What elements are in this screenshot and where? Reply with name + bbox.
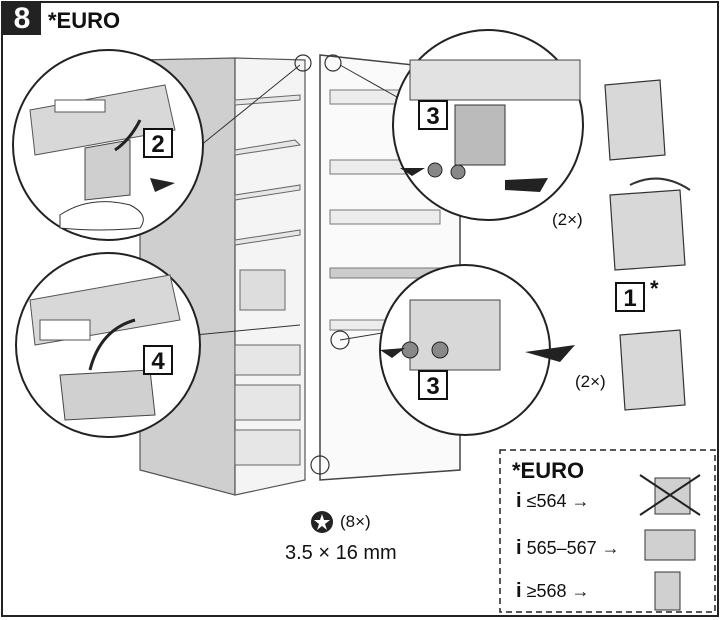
euro-row-1-text: ≤564 →: [526, 491, 590, 511]
euro-row-2: i 565–567 →: [516, 537, 620, 560]
euro-hinge-icon-568: [654, 571, 681, 611]
callout-step-3-bottom: 3: [418, 370, 448, 400]
info-i: i: [516, 490, 522, 512]
hinge-part-top: [604, 79, 691, 271]
count-bottom: (2×): [575, 372, 606, 391]
callout-step-2: 2: [143, 128, 173, 158]
callout-step-1-star: *: [650, 276, 659, 301]
hinge-marker-top-left: [294, 54, 312, 72]
fridge-shelves: [234, 94, 302, 466]
screw-count: (8×): [340, 512, 371, 531]
euro-legend-title: *EURO: [512, 458, 585, 483]
euro-row-2-text: 565–567 →: [526, 538, 620, 558]
screw-head-icon: [311, 511, 333, 533]
info-i: i: [516, 537, 522, 559]
hinge-part-bottom: [619, 329, 686, 411]
zoom-circle-step4: [15, 252, 201, 438]
zoom-circle-hinge-bottom: [379, 264, 575, 436]
euro-hinge-icon-565: [644, 529, 696, 561]
euro-row-1: i ≤564 →: [516, 490, 590, 513]
hinge-marker-bottom: [310, 455, 330, 475]
callout-step-3-top: 3: [418, 100, 448, 130]
euro-hinge-icon-crossed: [639, 474, 701, 516]
callout-step-4: 4: [143, 345, 173, 375]
euro-row-3: i ≥568 →: [516, 580, 590, 603]
hinge-marker-mid: [330, 330, 350, 350]
step-number-badge: 8: [3, 3, 41, 35]
callout-step-1: 1: [615, 282, 645, 312]
info-i: i: [516, 580, 522, 602]
count-top: (2×): [552, 210, 583, 229]
screw-size: 3.5 × 16 mm: [285, 542, 397, 564]
step-title: *EURO: [48, 8, 121, 33]
euro-row-3-text: ≥568 →: [526, 581, 590, 601]
zoom-circle-hinge-top: [392, 29, 584, 221]
hinge-marker-top-right: [324, 54, 342, 72]
zoom-circle-step2: [12, 49, 204, 241]
